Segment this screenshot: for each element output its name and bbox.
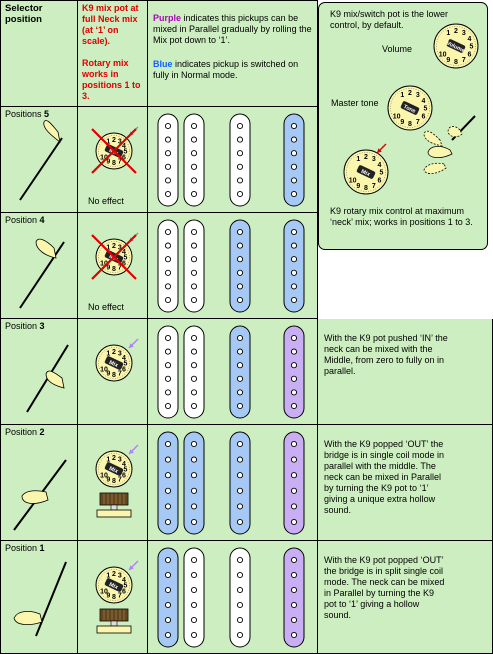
position-prefix: Position: [5, 215, 40, 225]
row-2-selector-cell: [0, 425, 78, 541]
row-3-k9-cell: [78, 319, 148, 425]
callout-intro: K9 mix/switch pot is the lower control, …: [330, 9, 449, 30]
header-legend-cell: [148, 0, 318, 107]
blue-word: Blue: [153, 59, 173, 69]
position-label: Position 1: [5, 543, 45, 554]
purple-word: Purple: [153, 13, 182, 23]
row-description: With the K9 pot pushed ‘IN’ the neck can…: [324, 333, 448, 376]
callout-volume-label: Volume: [382, 44, 413, 54]
blue-legend: Blue indicates pickup is switched on ful…: [153, 59, 315, 81]
position-label: Position 4: [5, 215, 45, 226]
row-4-pickups-cell: [148, 213, 318, 319]
row-3-pickups-cell: [148, 319, 318, 425]
row-4-selector-cell: [0, 213, 78, 319]
callout-footer: K9 rotary mix control at maximum ‘neck’ …: [330, 206, 473, 227]
row-2-pickups-cell: [148, 425, 318, 541]
header-k9-cell: [78, 0, 148, 107]
position-number: 2: [39, 427, 45, 437]
row-3-selector-cell: [0, 319, 78, 425]
row-2-k9-cell: [78, 425, 148, 541]
row-1-k9-cell: [78, 541, 148, 654]
row-5-selector-cell: [0, 107, 78, 213]
position-label: Position 2: [5, 427, 45, 438]
header-selector-cell: [0, 0, 78, 107]
position-number: 4: [39, 215, 45, 225]
position-number: 3: [39, 321, 45, 331]
row-1-pickups-cell: [148, 541, 318, 654]
position-prefix: Position: [5, 321, 40, 331]
row-2-description-cell: [318, 425, 493, 541]
k9-caption: No effect: [88, 196, 124, 206]
selector-position-heading: Selector position: [5, 3, 43, 25]
row-1-selector-cell: [0, 541, 78, 654]
row-1-description-cell: [318, 541, 493, 654]
k9-full-neck-heading: K9 mix pot at full Neck mix (at ‘1’ on s…: [82, 3, 139, 46]
callout-master-tone-label: Master tone: [331, 98, 379, 108]
k9-caption: No effect: [88, 302, 124, 312]
row-description: With the K9 popped ‘OUT’ the bridge is i…: [324, 439, 445, 515]
position-label: Positions 5: [5, 109, 49, 120]
position-number: 5: [44, 109, 50, 119]
position-prefix: Position: [5, 543, 40, 553]
position-number: 1: [39, 543, 45, 553]
purple-legend-text: indicates this pickups can be mixed in P…: [153, 13, 312, 45]
position-prefix: Positions: [5, 109, 45, 119]
rotary-mix-note: Rotary mix works in positions 1 to 3.: [82, 58, 141, 101]
blue-legend-text: indicates pickup is switched on fully in…: [153, 59, 299, 80]
row-5-pickups-cell: [148, 107, 318, 213]
purple-legend: Purple indicates this pickups can be mix…: [153, 13, 315, 46]
row-description: With the K9 pot popped ‘OUT’ the bridge …: [324, 555, 445, 620]
position-prefix: Position: [5, 427, 40, 437]
position-label: Position 3: [5, 321, 45, 332]
